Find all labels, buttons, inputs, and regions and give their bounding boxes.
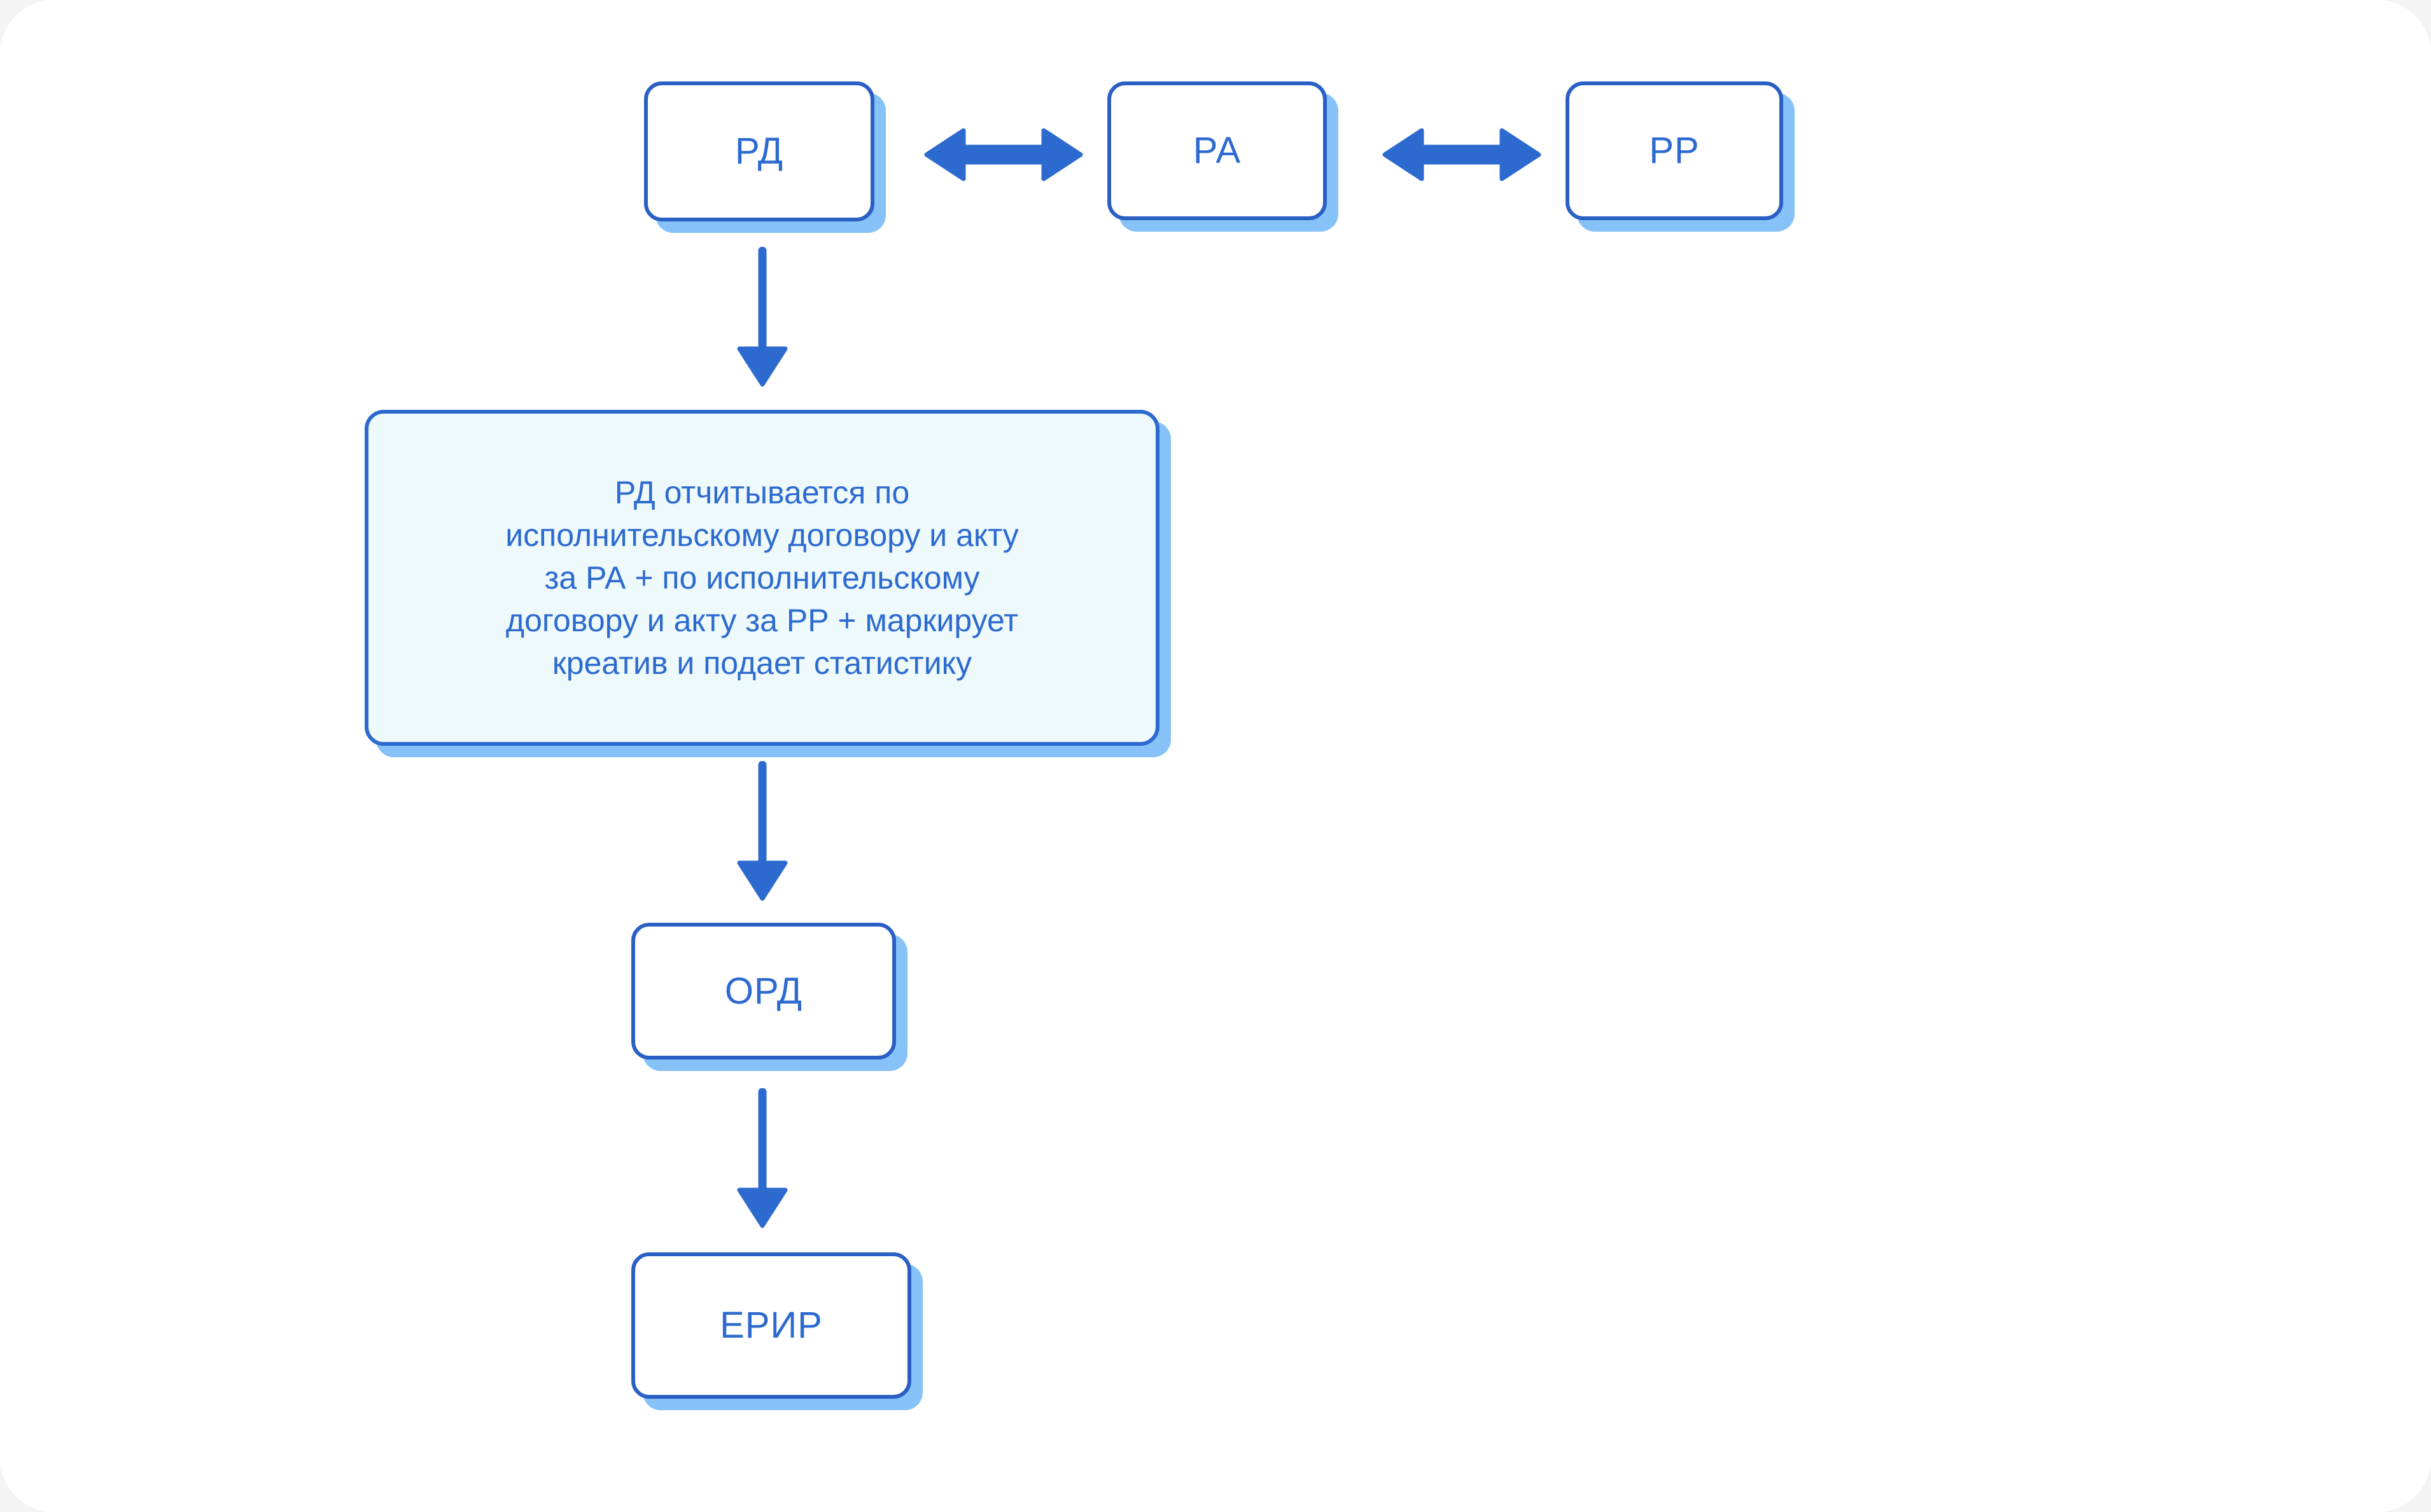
node-description[interactable]: РД отчитывается по исполнительскому дого… <box>365 410 1159 746</box>
arrow-ord-erir <box>733 1088 792 1229</box>
node-ord[interactable]: ОРД <box>631 923 896 1060</box>
arrow-rd-description <box>733 247 792 388</box>
node-rd[interactable]: РД <box>644 81 874 221</box>
node-ra-label: РА <box>1193 130 1242 171</box>
node-erir-label: ЕРИР <box>720 1305 823 1346</box>
node-ra[interactable]: РА <box>1107 81 1327 220</box>
node-rr[interactable]: РР <box>1566 81 1783 220</box>
node-rd-label: РД <box>734 130 784 172</box>
node-description-text: РД отчитывается по исполнительскому дого… <box>505 474 1019 681</box>
arrow-rd-ra <box>924 126 1083 183</box>
arrow-ra-rr <box>1382 126 1541 183</box>
node-ord-label: ОРД <box>724 970 803 1012</box>
node-erir[interactable]: ЕРИР <box>631 1252 911 1399</box>
node-rr-label: РР <box>1649 130 1700 171</box>
arrow-description-ord <box>733 761 792 902</box>
